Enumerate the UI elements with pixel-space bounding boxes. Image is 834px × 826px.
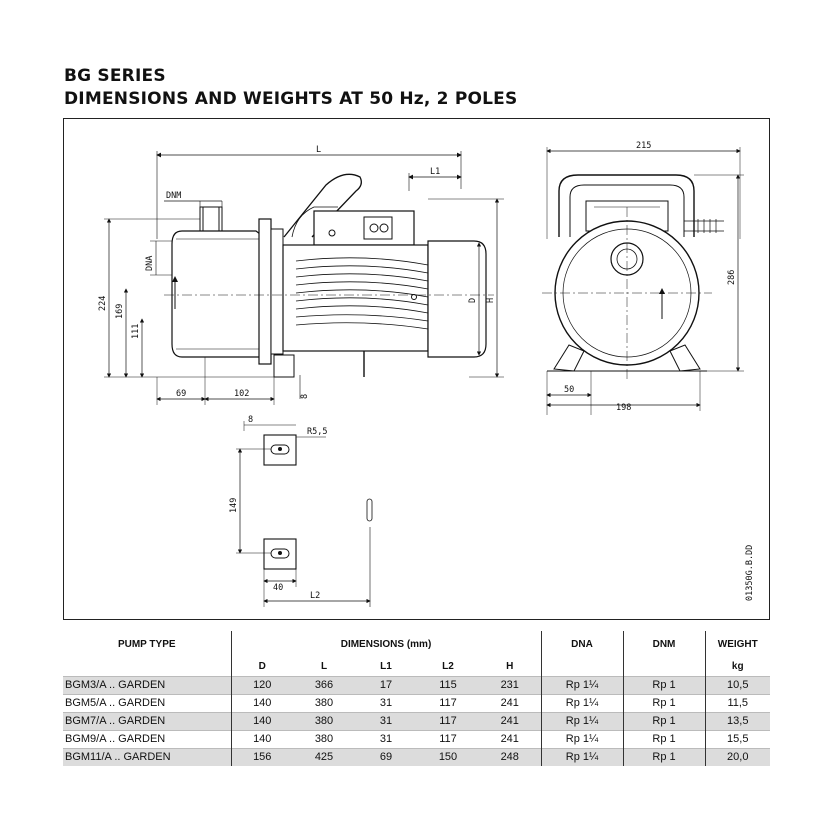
cell-dna: Rp 1¼ [541,694,624,713]
page-subtitle: DIMENSIONS AND WEIGHTS AT 50 Hz, 2 POLES [64,89,518,109]
dim-l2: L2 [310,591,320,601]
header-dimensions: DIMENSIONS (mm) [231,631,542,658]
header-d: D [258,661,266,672]
dim-dna: DNA [145,256,155,271]
dimensions-table: PUMP TYPE DIMENSIONS (mm) DNA DNM WEIGHT… [63,631,770,766]
header-dnm: DNM [623,631,706,658]
cell-weight: 20,0 [705,748,770,766]
cell-dnm: Rp 1 [623,712,706,731]
cell-h: 241 [479,694,542,713]
dim-102: 102 [234,389,249,399]
cell-l1: 31 [355,694,417,713]
cell-l: 380 [293,694,355,713]
drawing-svg: L L1 DNM DNA D H 224 169 111 69 102 8 8 … [98,141,755,607]
cell-d: 140 [231,712,293,731]
cell-h: 231 [479,676,542,695]
cell-l2: 117 [417,694,479,713]
cell-dna: Rp 1¼ [541,712,624,731]
cell-weight: 10,5 [705,676,770,695]
dim-224: 224 [98,296,108,311]
dim-111: 111 [131,324,141,339]
cell-l: 425 [293,748,355,766]
side-view [104,151,504,405]
cell-l: 380 [293,712,355,731]
cell-type: BGM7/A .. GARDEN [63,712,232,731]
dim-l: L [316,145,321,155]
cell-dnm: Rp 1 [623,730,706,749]
dim-40: 40 [273,583,283,593]
cell-dna: Rp 1¼ [541,730,624,749]
dim-l1: L1 [430,167,440,177]
dim-d: D [468,298,478,303]
header-l: L [320,661,328,672]
dim-149: 149 [229,498,239,513]
cell-l1: 31 [355,730,417,749]
dim-198: 198 [616,403,631,413]
header-h: H [479,658,542,677]
foot-detail [236,421,373,607]
dim-dnm: DNM [166,191,181,201]
header-dnm-unit [623,658,706,677]
dim-8-vertical: 8 [300,394,310,399]
dim-8-horizontal: 8 [248,415,253,425]
cell-weight: 11,5 [705,694,770,713]
header-dna: DNA [541,631,624,658]
header-weight: WEIGHT [717,639,758,650]
front-view [542,147,744,415]
cell-dna: Rp 1¼ [541,676,624,695]
header-l1: L1 [380,661,392,672]
cell-h: 241 [479,712,542,731]
cell-type: BGM3/A .. GARDEN [63,676,232,695]
cell-h: 248 [479,748,542,766]
cell-type: BGM5/A .. GARDEN [63,694,232,713]
header-empty [63,658,232,677]
cell-d: 140 [231,694,293,713]
technical-drawing: L L1 DNM DNA D H 224 169 111 69 102 8 8 … [63,118,770,620]
cell-d: 156 [231,748,293,766]
cell-dnm: Rp 1 [623,676,706,695]
cell-d: 120 [231,676,293,695]
cell-l2: 115 [417,676,479,695]
page-title: BG SERIES [64,66,166,86]
cell-l: 380 [293,730,355,749]
cell-type: BGM11/A .. GARDEN [63,748,232,766]
dim-69: 69 [176,389,186,399]
cell-l1: 31 [355,712,417,731]
cell-dnm: Rp 1 [623,748,706,766]
cell-l1: 17 [355,676,417,695]
header-l2: L2 [442,661,454,672]
cell-l1: 69 [355,748,417,766]
dim-169: 169 [115,304,125,319]
dim-h: H [486,298,496,303]
cell-l2: 117 [417,712,479,731]
drawing-code: 01350G.B.DD [745,545,755,601]
cell-h: 241 [479,730,542,749]
dim-215: 215 [636,141,651,151]
cell-type: BGM9/A .. GARDEN [63,730,232,749]
cell-dnm: Rp 1 [623,694,706,713]
dim-286: 286 [727,270,737,285]
dim-50: 50 [564,385,574,395]
cell-l2: 117 [417,730,479,749]
cell-d: 140 [231,730,293,749]
cell-weight: 15,5 [705,730,770,749]
header-pump-type: PUMP TYPE [63,631,232,658]
cell-weight: 13,5 [705,712,770,731]
cell-l2: 150 [417,748,479,766]
cell-l: 366 [293,676,355,695]
header-dna-unit [541,658,624,677]
dim-r55: R5,5 [307,427,327,437]
cell-dna: Rp 1¼ [541,748,624,766]
header-kg: kg [731,661,744,672]
